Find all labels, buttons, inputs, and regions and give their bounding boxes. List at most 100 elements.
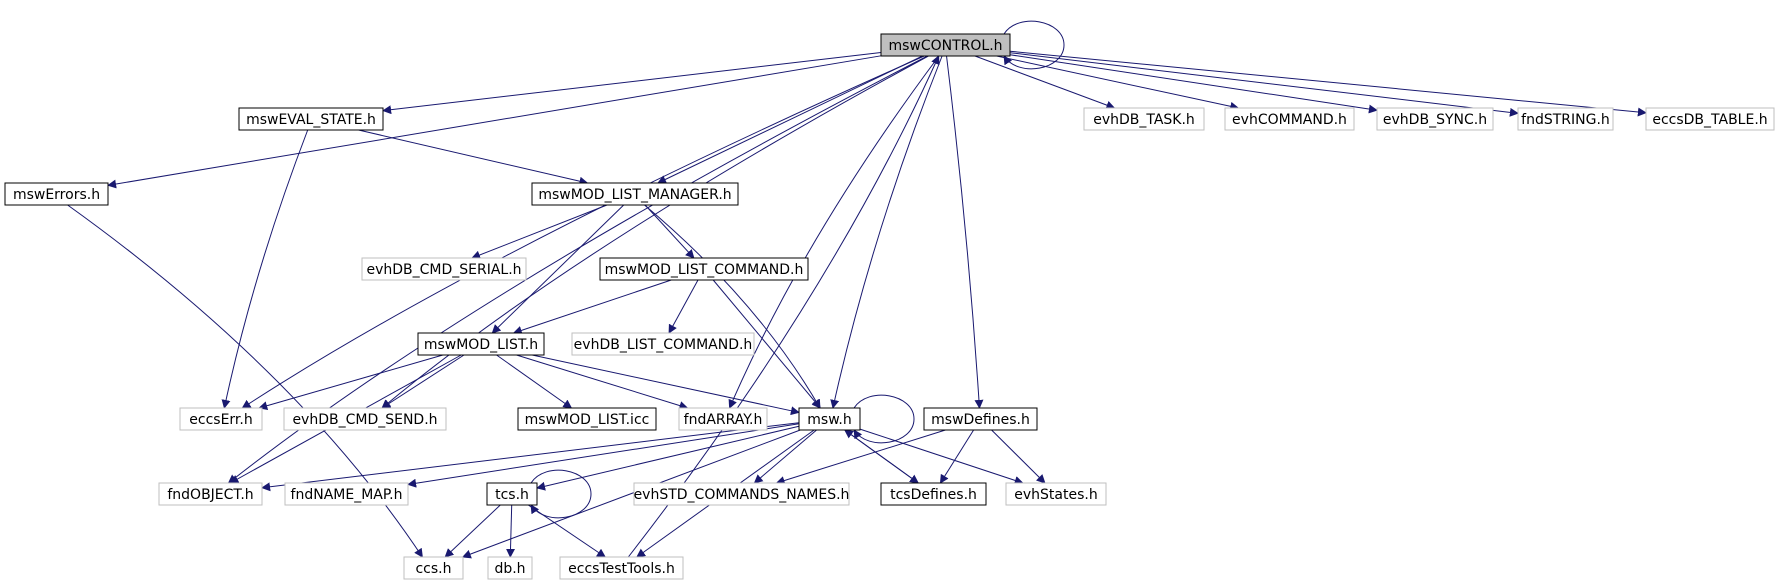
dependency-edge-mswCONTROL-to-evhDB_TASK	[974, 55, 1116, 110]
node-box-mswErrors[interactable]	[4, 182, 109, 206]
node-box-evhDB_LIST_COMMAND[interactable]	[571, 332, 755, 356]
node-fndOBJECT[interactable]: fndOBJECT.h	[158, 482, 263, 506]
node-box-mswMOD_LIST[interactable]	[417, 332, 545, 356]
node-evhDB_LIST_COMMAND[interactable]: evhDB_LIST_COMMAND.h	[571, 332, 755, 356]
dependency-edge-msw-to-ccs	[461, 429, 801, 559]
node-box-eccsDB_TABLE[interactable]	[1645, 107, 1775, 131]
node-tcsDefines[interactable]: tcsDefines.h	[880, 482, 987, 506]
dependency-edge-msw-to-fndNAME_MAP	[407, 423, 800, 488]
node-label-mswMOD_LIST_icc: mswMOD_LIST.icc	[525, 412, 650, 428]
dependency-edge-tcs-to-tcs	[530, 469, 592, 519]
node-label-eccsTestTools: eccsTestTools.h	[568, 561, 675, 577]
dependency-edge-tcs-to-db	[506, 504, 516, 558]
dependency-edge-msw-to-evhSTD_COMMANDS_NAMES	[753, 429, 817, 484]
dependency-edge-mswDefines-to-tcsDefines	[939, 429, 975, 484]
node-msw[interactable]: msw.h	[798, 407, 861, 431]
node-box-msw[interactable]	[798, 407, 861, 431]
node-evhStates[interactable]: evhStates.h	[1005, 482, 1107, 506]
node-box-evhDB_CMD_SERIAL[interactable]	[361, 257, 527, 281]
dependency-edge-mswCONTROL-to-evhDB_SYNC	[1009, 54, 1378, 114]
node-box-fndNAME_MAP[interactable]	[284, 482, 409, 506]
dependency-edge-mswCONTROL-to-fndSTRING	[1009, 52, 1519, 117]
node-label-mswEVAL_STATE: mswEVAL_STATE.h	[246, 112, 376, 128]
node-tcs[interactable]: tcs.h	[486, 482, 538, 506]
node-evhCOMMAND[interactable]: evhCOMMAND.h	[1224, 107, 1355, 131]
dependency-edge-mswErrors-to-ccs	[67, 204, 423, 558]
node-label-mswErrors: mswErrors.h	[13, 187, 100, 203]
node-label-tcs: tcs.h	[495, 487, 529, 503]
node-fndNAME_MAP[interactable]: fndNAME_MAP.h	[284, 482, 409, 506]
node-fndSTRING[interactable]: fndSTRING.h	[1517, 107, 1614, 131]
node-box-evhDB_CMD_SEND[interactable]	[283, 407, 447, 431]
node-label-eccsErr: eccsErr.h	[189, 412, 252, 428]
node-box-mswEVAL_STATE[interactable]	[238, 107, 384, 131]
dependency-edge-eccsTestTools-to-mswCONTROL	[627, 55, 940, 558]
node-evhDB_CMD_SEND[interactable]: evhDB_CMD_SEND.h	[283, 407, 447, 431]
node-box-evhCOMMAND[interactable]	[1224, 107, 1355, 131]
node-ccs[interactable]: ccs.h	[403, 556, 464, 580]
node-box-mswCONTROL[interactable]	[880, 33, 1011, 57]
node-mswMOD_LIST_MANAGER[interactable]: mswMOD_LIST_MANAGER.h	[531, 182, 739, 206]
node-box-fndOBJECT[interactable]	[158, 482, 263, 506]
node-evhDB_CMD_SERIAL[interactable]: evhDB_CMD_SERIAL.h	[361, 257, 527, 281]
node-mswCONTROL[interactable]: mswCONTROL.h	[880, 33, 1011, 57]
dependency-edge-mswCONTROL-to-evhDB_CMD_SEND	[381, 55, 929, 409]
dependency-edge-mswCONTROL-to-fndARRAY	[728, 55, 940, 409]
node-mswErrors[interactable]: mswErrors.h	[4, 182, 109, 206]
node-box-fndSTRING[interactable]	[1517, 107, 1614, 131]
node-label-evhSTD_COMMANDS_NAMES: evhSTD_COMMANDS_NAMES.h	[634, 487, 850, 503]
dependency-edge-mswMOD_LIST_MANAGER-to-mswMOD_LIST_COMMAND	[644, 204, 695, 259]
dependency-edge-tcs-to-ccs	[444, 504, 501, 558]
dependency-edge-mswEVAL_STATE-to-mswMOD_LIST_MANAGER	[358, 129, 589, 186]
dependency-edge-tcs-to-eccsTestTools	[527, 504, 606, 558]
node-label-mswCONTROL: mswCONTROL.h	[888, 38, 1002, 54]
dependency-edge-tcsDefines-to-msw	[844, 429, 919, 484]
node-box-mswMOD_LIST_icc[interactable]	[517, 407, 657, 431]
dependency-edge-mswCONTROL-to-mswCONTROL	[1003, 20, 1065, 70]
node-box-evhDB_SYNC[interactable]	[1376, 107, 1494, 131]
node-label-ccs: ccs.h	[415, 561, 451, 577]
node-box-evhSTD_COMMANDS_NAMES[interactable]	[633, 482, 850, 506]
node-box-mswDefines[interactable]	[923, 407, 1038, 431]
dependency-edge-mswMOD_LIST-to-mswMOD_LIST_icc	[496, 354, 573, 409]
dependency-edge-mswMOD_LIST_MANAGER-to-evhDB_CMD_SERIAL	[471, 204, 608, 260]
node-label-mswMOD_LIST: mswMOD_LIST.h	[424, 337, 538, 353]
dependency-edge-mswEVAL_STATE-to-eccsErr	[221, 129, 309, 409]
node-fndARRAY[interactable]: fndARRAY.h	[678, 407, 768, 431]
node-label-evhDB_CMD_SERIAL: evhDB_CMD_SERIAL.h	[366, 262, 521, 278]
node-box-eccsTestTools[interactable]	[559, 556, 684, 580]
node-box-tcs[interactable]	[486, 482, 538, 506]
node-box-mswMOD_LIST_MANAGER[interactable]	[531, 182, 739, 206]
node-mswDefines[interactable]: mswDefines.h	[923, 407, 1038, 431]
node-mswMOD_LIST[interactable]: mswMOD_LIST.h	[417, 332, 545, 356]
node-box-mswMOD_LIST_COMMAND[interactable]	[599, 257, 809, 281]
node-evhSTD_COMMANDS_NAMES[interactable]: evhSTD_COMMANDS_NAMES.h	[633, 482, 850, 506]
node-db[interactable]: db.h	[487, 556, 533, 580]
node-box-ccs[interactable]	[403, 556, 464, 580]
node-label-evhDB_LIST_COMMAND: evhDB_LIST_COMMAND.h	[574, 337, 753, 353]
dependency-edge-mswMOD_LIST_COMMAND-to-msw	[712, 279, 821, 409]
dependency-edge-mswCONTROL-to-evhCOMMAND	[996, 55, 1240, 111]
node-mswEVAL_STATE[interactable]: mswEVAL_STATE.h	[238, 107, 384, 131]
node-evhDB_TASK[interactable]: evhDB_TASK.h	[1083, 107, 1205, 131]
node-label-evhDB_CMD_SEND: evhDB_CMD_SEND.h	[292, 412, 437, 428]
node-box-evhStates[interactable]	[1005, 482, 1107, 506]
node-label-mswMOD_LIST_MANAGER: mswMOD_LIST_MANAGER.h	[538, 187, 731, 203]
node-box-db[interactable]	[487, 556, 533, 580]
node-box-evhDB_TASK[interactable]	[1083, 107, 1205, 131]
node-evhDB_SYNC[interactable]: evhDB_SYNC.h	[1376, 107, 1494, 131]
node-label-evhDB_TASK: evhDB_TASK.h	[1093, 112, 1195, 128]
node-mswMOD_LIST_COMMAND[interactable]: mswMOD_LIST_COMMAND.h	[599, 257, 809, 281]
node-mswMOD_LIST_icc[interactable]: mswMOD_LIST.icc	[517, 407, 657, 431]
node-box-tcsDefines[interactable]	[880, 482, 987, 506]
node-box-fndARRAY[interactable]	[678, 407, 768, 431]
dependency-edge-mswDefines-to-evhSTD_COMMANDS_NAMES	[775, 429, 946, 485]
dependency-edge-mswDefines-to-evhStates	[991, 429, 1046, 484]
node-eccsErr[interactable]: eccsErr.h	[179, 407, 263, 431]
node-eccsTestTools[interactable]: eccsTestTools.h	[559, 556, 684, 580]
file-nodes: mswCONTROL.h mswEVAL_STATE.h mswErrors.h ms…	[4, 33, 1775, 580]
dependency-edge-mswMOD_LIST-to-eccsErr	[258, 354, 444, 411]
node-eccsDB_TABLE[interactable]: eccsDB_TABLE.h	[1645, 107, 1775, 131]
node-label-evhCOMMAND: evhCOMMAND.h	[1232, 112, 1347, 128]
node-box-eccsErr[interactable]	[179, 407, 263, 431]
